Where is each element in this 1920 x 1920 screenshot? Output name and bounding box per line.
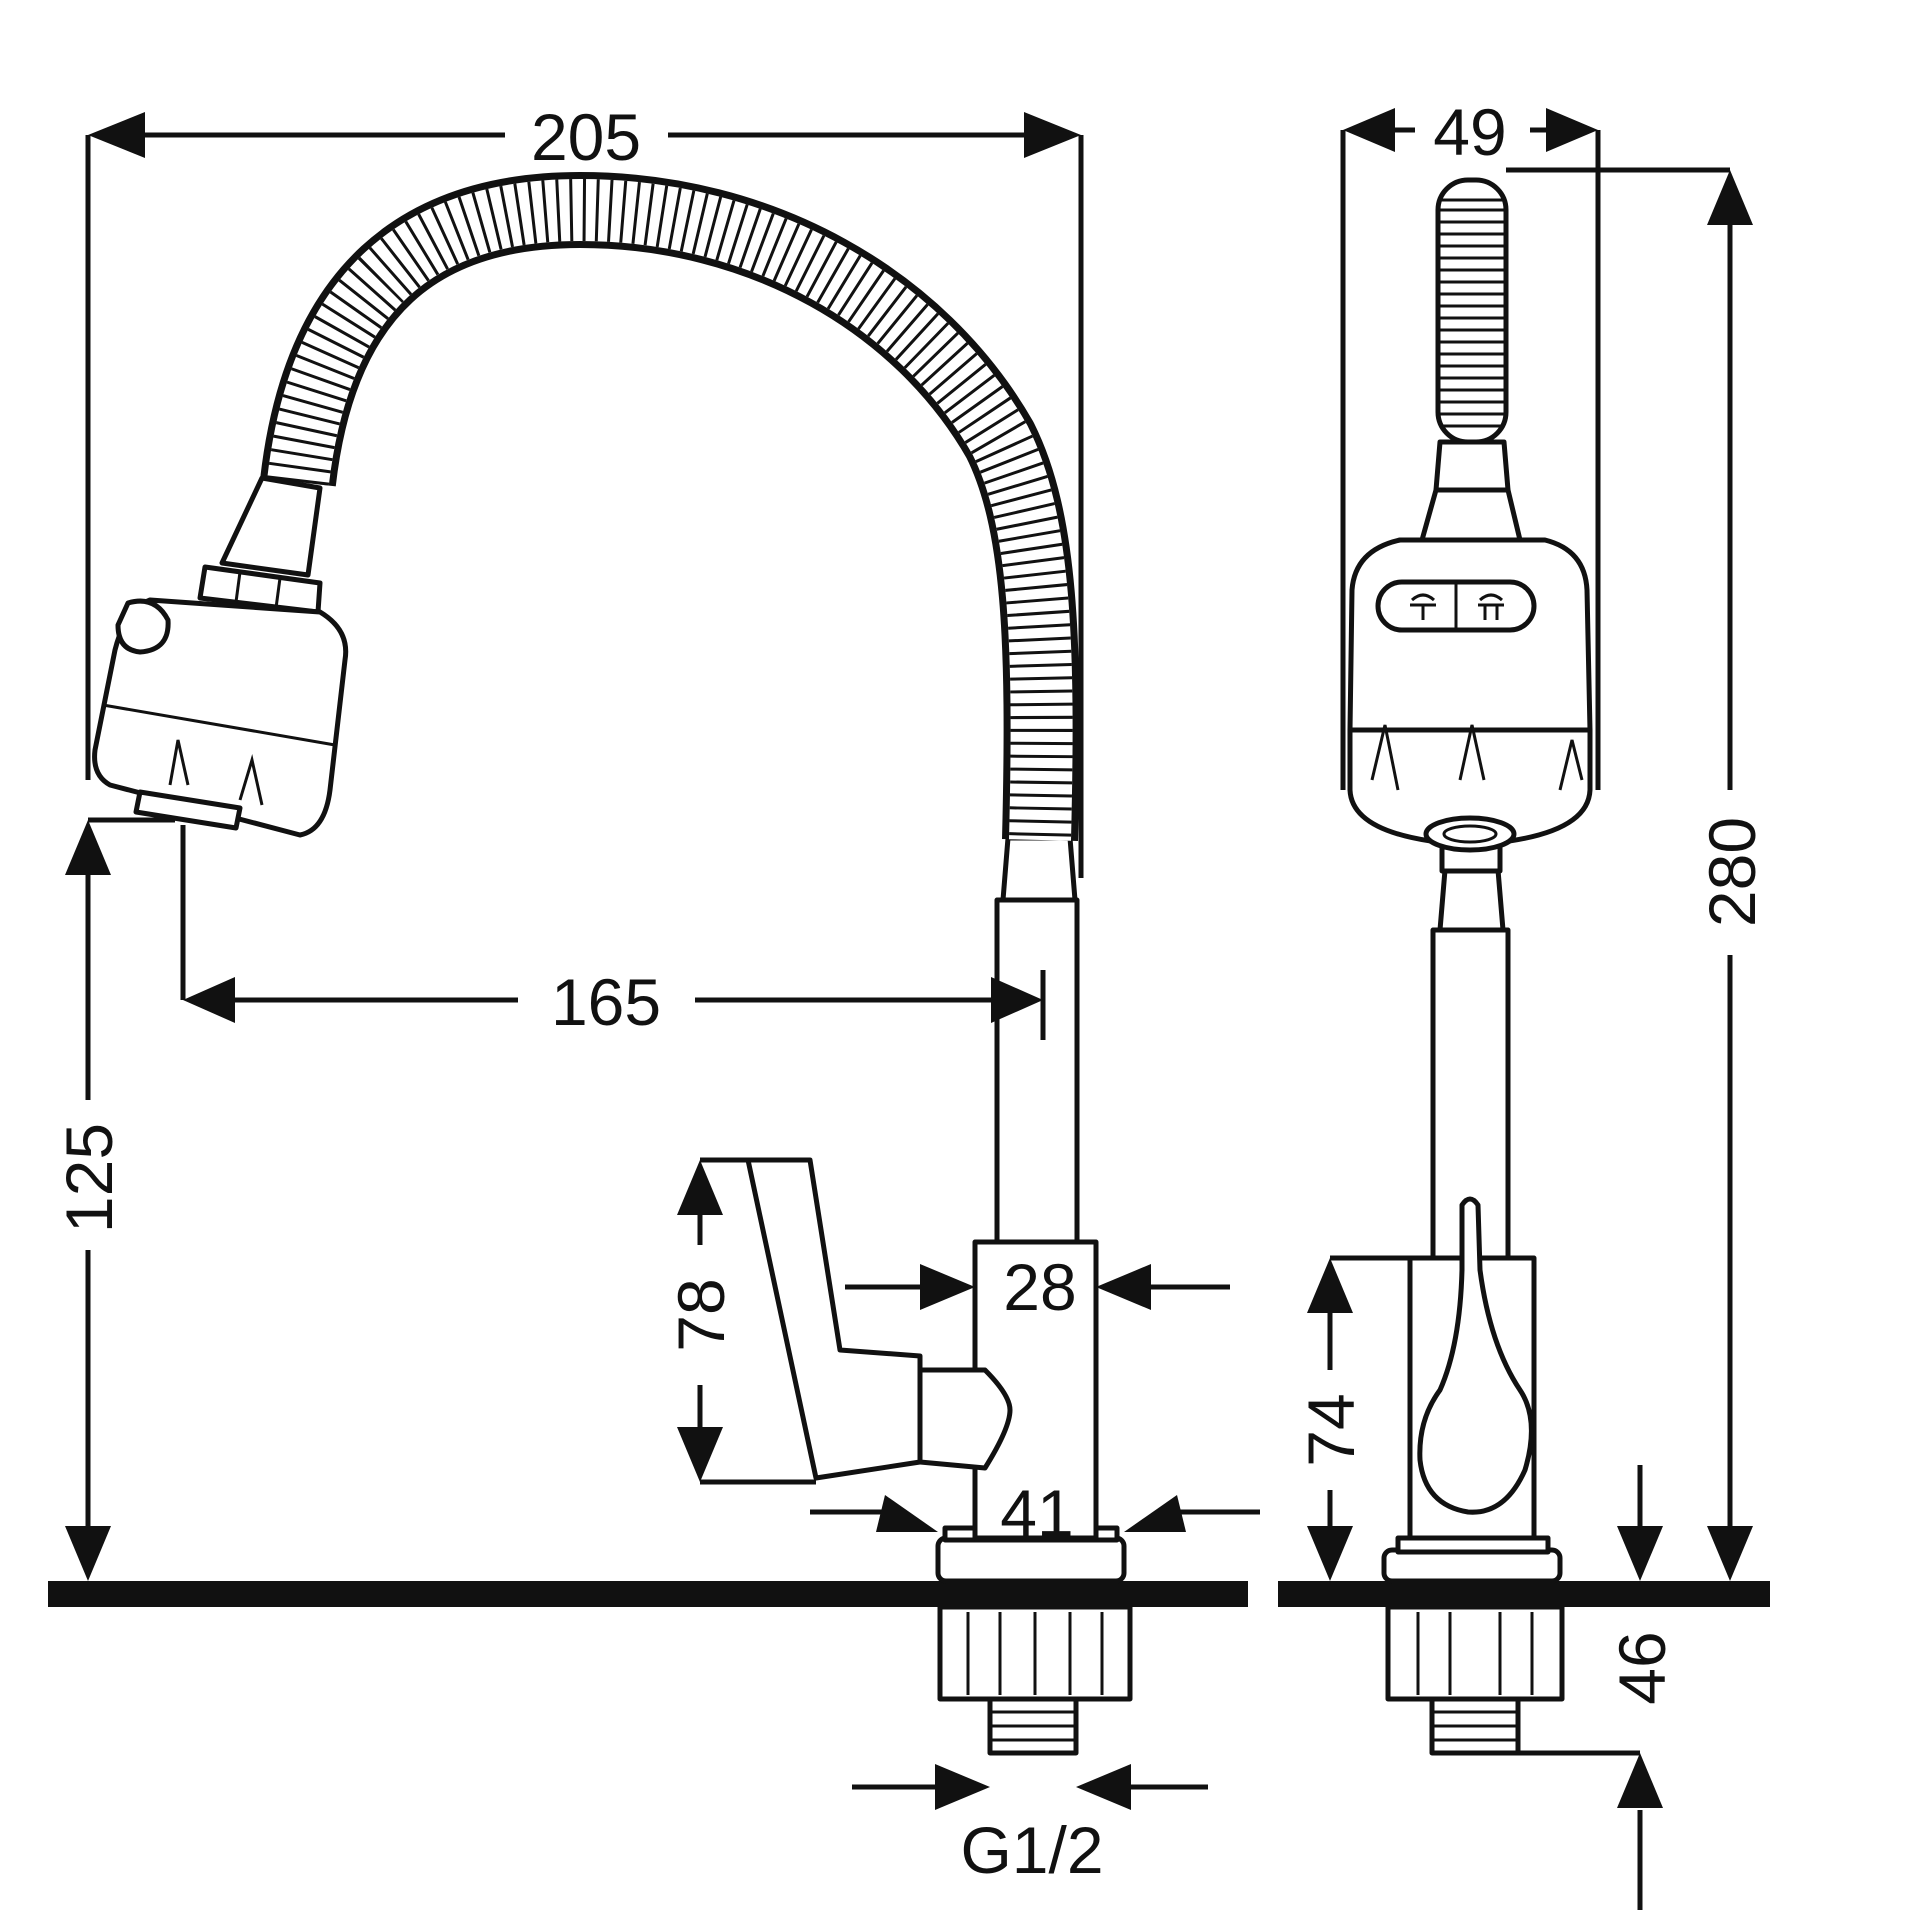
countertop-side	[1278, 1581, 1770, 1607]
base-plate-side	[1381, 1547, 1563, 1584]
dimension-label-41: 41	[1000, 1476, 1073, 1550]
spray-head-side	[1347, 537, 1593, 853]
dimension-label-28: 28	[1003, 1250, 1076, 1324]
dimension-280: 280	[1506, 167, 1769, 1581]
dimension-label-46: 46	[1605, 1631, 1679, 1704]
lever-handle-side	[1417, 1196, 1534, 1515]
dimension-205: 205	[85, 100, 1084, 878]
valve-symbol-icon	[1478, 593, 1504, 620]
dimension-49: 49	[1340, 95, 1601, 790]
dimension-label-g12: G1/2	[960, 1813, 1103, 1887]
dimension-label-205: 205	[531, 100, 641, 174]
side-view: 49 280 74 46	[1278, 95, 1770, 1910]
dimension-41: 41	[810, 1476, 1260, 1550]
lever-handle-front	[745, 1157, 1013, 1481]
valve-symbol-icon	[1410, 593, 1436, 620]
flexible-hose-side	[1419, 177, 1523, 543]
dimension-125: 125	[52, 817, 175, 1581]
mounting-nut-front	[937, 1604, 1133, 1756]
dimension-label-78: 78	[664, 1278, 738, 1351]
dimension-label-280: 280	[1695, 817, 1769, 927]
spray-head-front	[92, 475, 349, 838]
spout-tube-front	[994, 897, 1080, 1245]
dimension-label-49: 49	[1433, 95, 1506, 169]
dimension-46: 46	[1500, 1465, 1679, 1910]
dimension-label-74: 74	[1294, 1393, 1368, 1466]
dimension-78: 78	[664, 1157, 816, 1485]
dimension-74: 74	[1294, 1255, 1440, 1581]
dimension-label-165: 165	[551, 965, 661, 1039]
countertop-front	[48, 1581, 1248, 1607]
mounting-nut-side	[1385, 1604, 1565, 1756]
flexible-hose-front	[260, 171, 1080, 841]
front-view: 205 125 165 78	[48, 100, 1260, 1887]
dimension-28: 28	[845, 1250, 1230, 1324]
dimension-165: 165	[180, 825, 1046, 1040]
dimension-g12: G1/2	[852, 1764, 1208, 1887]
dimension-label-125: 125	[52, 1123, 126, 1233]
